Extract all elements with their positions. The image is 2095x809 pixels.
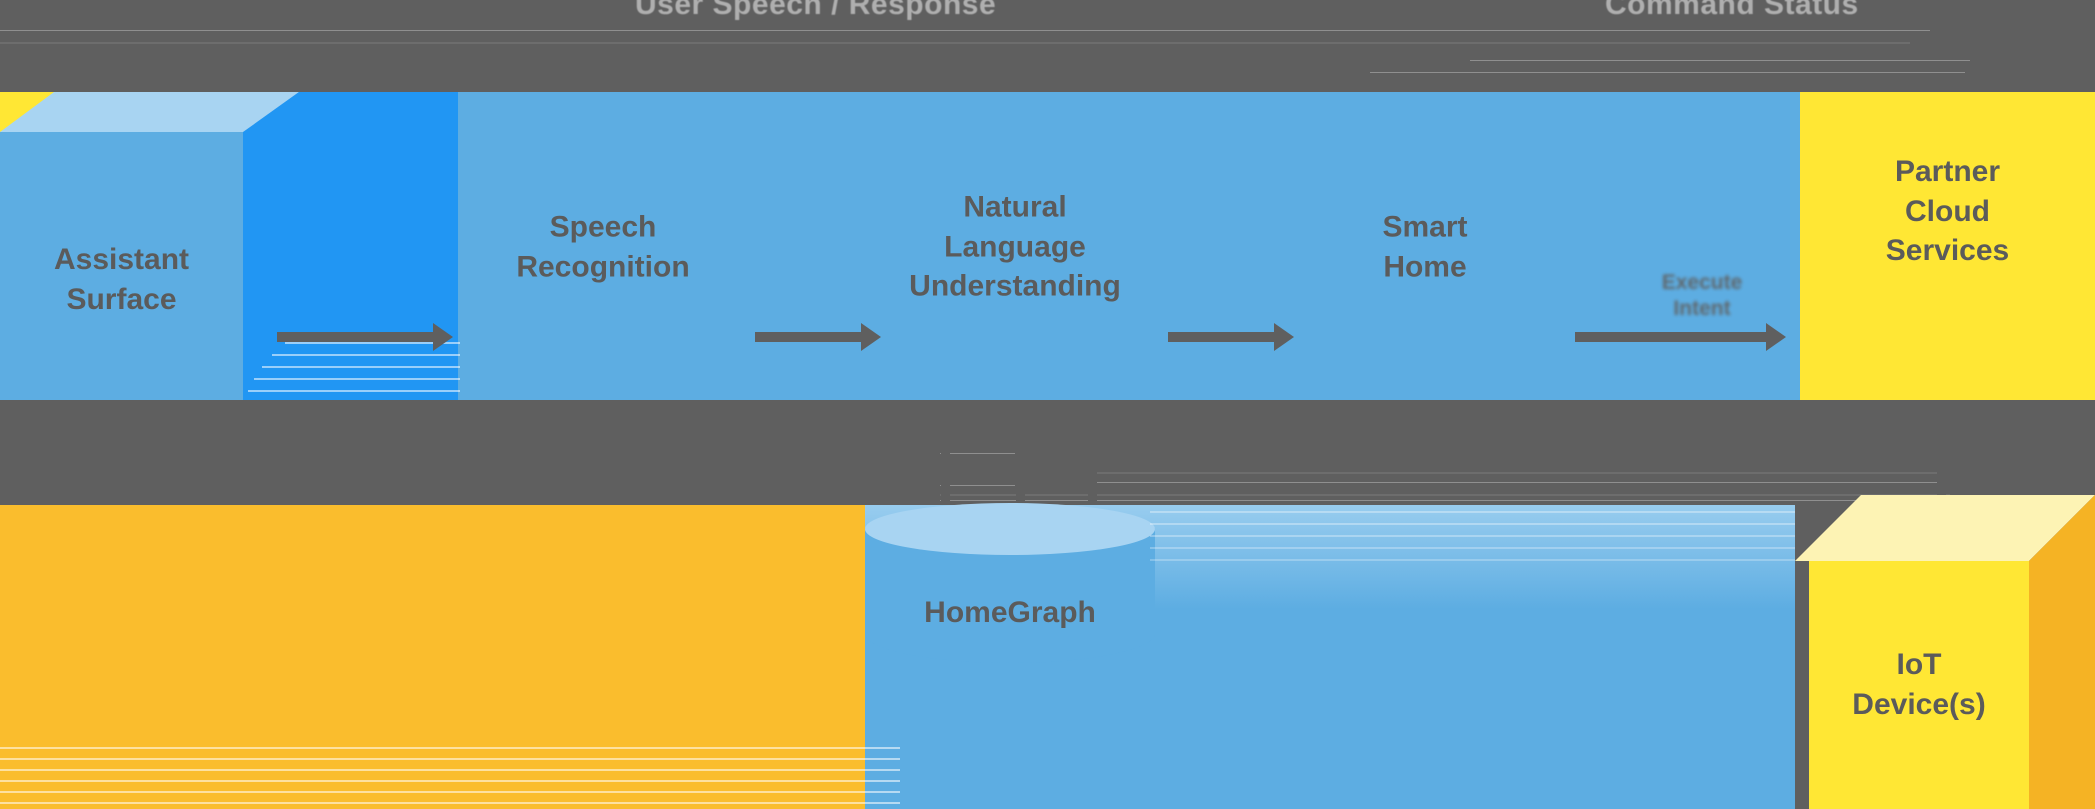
bottom-amber-panel xyxy=(0,505,900,809)
bottom-band: HomeGraph IoT Device(s) xyxy=(0,495,2095,809)
amber-stripe-5 xyxy=(0,791,900,793)
user-speech-label: User Speech / Response xyxy=(635,0,997,21)
assistant-surface-label: Assistant Surface xyxy=(53,243,190,316)
blue-stripe-1 xyxy=(1150,511,1795,513)
assistant-surface-top xyxy=(0,92,300,132)
gap-rule-1 xyxy=(1090,472,1940,474)
amber-stripe-1 xyxy=(0,747,900,749)
gap-rule-3 xyxy=(940,494,1950,496)
amber-stripe-4 xyxy=(0,780,900,782)
arrow-assistant-to-speech xyxy=(277,323,453,351)
home-graph-top xyxy=(865,503,1155,555)
arrow-speech-to-nlu xyxy=(755,323,881,351)
side-stripe-3 xyxy=(262,366,460,368)
top-hairline-4 xyxy=(1370,72,1965,73)
iot-devices-box: IoT Device(s) xyxy=(1795,495,2095,809)
command-status-label: Command Status xyxy=(1605,0,1859,21)
arrow-sync-to-homegraph-1 xyxy=(930,452,960,521)
side-stripe-4 xyxy=(254,378,460,380)
nlu-label: Natural Language Understanding xyxy=(909,190,1121,303)
amber-stripe-3 xyxy=(0,769,900,771)
home-graph-cylinder: HomeGraph xyxy=(865,503,1155,663)
arrow-sync-to-homegraph-3 xyxy=(1077,452,1107,521)
home-graph-label: HomeGraph xyxy=(924,596,1096,629)
iot-devices-label: IoT Device(s) xyxy=(1852,648,1986,721)
partner-cloud-services-label: Partner Cloud Services xyxy=(1885,155,2010,268)
arrow-smarthome-to-partner xyxy=(1575,323,1786,351)
assistant-surface-front xyxy=(0,132,243,400)
pipeline-panel xyxy=(455,92,1800,400)
iot-devices-front xyxy=(1809,561,2029,809)
top-hairline-3 xyxy=(1470,60,1970,61)
smart-home-label: Smart Home xyxy=(1382,210,1468,283)
assistant-surface-box: Assistant Surface xyxy=(0,92,460,400)
side-stripe-5 xyxy=(248,390,460,392)
amber-stripe-6 xyxy=(0,802,900,804)
side-stripe-2 xyxy=(272,354,460,356)
blue-stripe-5 xyxy=(1150,559,1795,561)
gap-rule-6 xyxy=(940,485,1015,486)
top-band: Assistant Surface Speech Recognition Nat… xyxy=(0,92,2095,400)
side-stripe-1 xyxy=(285,342,460,344)
assistant-surface-side xyxy=(243,92,458,400)
partner-cloud-panel xyxy=(1800,92,2095,400)
arrow-sync-to-homegraph-2 xyxy=(1005,452,1035,521)
speech-recognition-label: Speech Recognition xyxy=(516,210,690,283)
execute-intent-label: Execute Intent xyxy=(1661,271,1743,320)
gap-rule-4 xyxy=(940,500,1950,501)
top-hairline-1 xyxy=(0,30,1930,31)
arrow-nlu-to-smarthome xyxy=(1168,323,1294,351)
amber-stripe-2 xyxy=(0,758,900,760)
blue-stripe-2 xyxy=(1150,523,1795,525)
gap-rule-5 xyxy=(940,453,1015,454)
middle-gap xyxy=(0,400,2095,505)
blue-stripe-4 xyxy=(1150,547,1795,549)
blue-stripe-3 xyxy=(1150,535,1795,537)
gap-rule-2 xyxy=(1090,482,1940,483)
top-hairline-2 xyxy=(0,42,1910,44)
